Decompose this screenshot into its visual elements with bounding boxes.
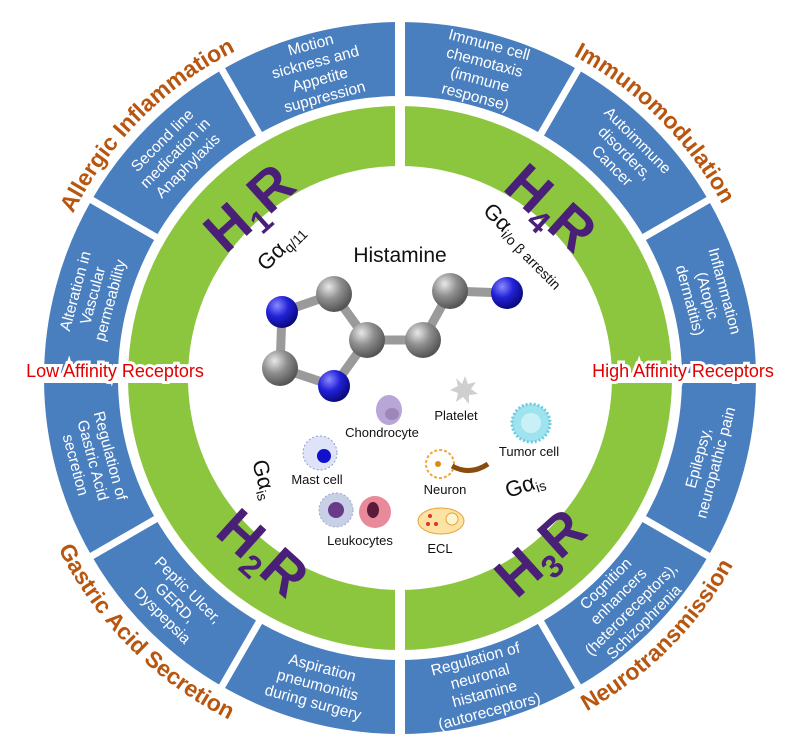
- blue-outer-ring: [40, 18, 760, 738]
- segment-divider: [639, 513, 714, 562]
- low-affinity-label: Low Affinity Receptors: [26, 361, 204, 381]
- ecl-icon: [417, 507, 465, 535]
- tumor-cell-label: Tumor cell: [499, 444, 559, 459]
- green-receptor-ring: [124, 102, 676, 654]
- function-segment: [44, 378, 156, 556]
- mast-cell-icon: [302, 435, 338, 471]
- ecl-label: ECL: [427, 541, 452, 556]
- function-segment: [644, 378, 756, 556]
- nitrogen-atom: [266, 296, 298, 328]
- center-circle: [188, 166, 612, 590]
- neuron-icon: [425, 449, 490, 479]
- function-segment: [400, 622, 578, 734]
- leukocyte-icons: [318, 492, 391, 528]
- carbon-atom: [349, 322, 385, 358]
- nitrogen-atom: [318, 370, 350, 402]
- nitrogen-atom: [491, 277, 523, 309]
- function-segment: [91, 519, 260, 687]
- carbon-atom: [405, 322, 441, 358]
- function-segment: [541, 69, 709, 238]
- histamine-molecule: [262, 273, 523, 402]
- histamine-title: Histamine: [353, 244, 446, 267]
- chondrocyte-icon: [376, 395, 402, 425]
- function-segment: [644, 200, 756, 378]
- tumor-cell-icon: [510, 402, 552, 444]
- platelet-label: Platelet: [434, 408, 478, 423]
- segment-divider: [535, 64, 584, 139]
- segment-divider: [216, 64, 265, 139]
- segment-divider: [216, 617, 265, 692]
- carbon-atom: [262, 350, 298, 386]
- function-segment: [400, 22, 578, 134]
- neuron-label: Neuron: [424, 482, 467, 497]
- segment-divider: [86, 513, 161, 562]
- function-segment: [91, 69, 260, 238]
- segment-divider: [535, 617, 584, 692]
- segment-divider: [86, 194, 161, 243]
- mast-cell-label: Mast cell: [291, 472, 342, 487]
- carbon-atom: [316, 276, 352, 312]
- function-segment: [222, 22, 400, 134]
- segment-divider: [639, 194, 714, 243]
- g-protein-h2: Gαis: [245, 457, 281, 503]
- function-segment: [44, 200, 156, 378]
- platelet-icon: [450, 376, 478, 404]
- function-segment: [222, 622, 400, 734]
- leukocytes-label: Leukocytes: [327, 533, 393, 548]
- high-affinity-label: High Affinity Receptors: [592, 361, 774, 381]
- function-segment: [541, 519, 709, 687]
- chondrocyte-label: Chondrocyte: [345, 425, 419, 440]
- carbon-atom: [432, 273, 468, 309]
